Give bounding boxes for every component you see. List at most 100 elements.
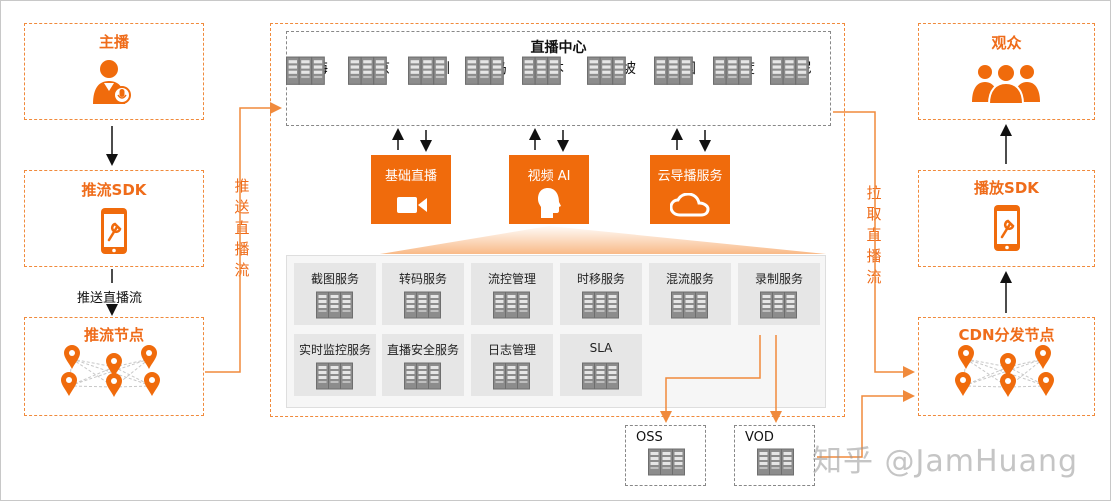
service-7: 直播安全服务 xyxy=(382,334,464,396)
audience-box: 观众 xyxy=(918,23,1095,120)
pin-link xyxy=(68,385,115,388)
service-label: 截图服务 xyxy=(310,272,359,286)
service-label: 转码服务 xyxy=(398,272,447,286)
city-8: 印尼 xyxy=(770,56,826,85)
audience-title: 观众 xyxy=(991,34,1022,52)
pin-dot xyxy=(111,358,117,364)
pin-dot xyxy=(960,377,966,383)
pin-link xyxy=(962,358,1044,387)
pin-dot xyxy=(66,377,72,383)
location-pin-icon xyxy=(141,345,157,369)
location-pin-icon xyxy=(61,372,77,396)
city-2: 深圳 xyxy=(408,56,464,85)
service-2: 流控管理 xyxy=(471,263,553,325)
play-sdk-box: 播放SDK xyxy=(918,170,1095,267)
ai-beam xyxy=(380,226,826,254)
service-1: 转码服务 xyxy=(382,263,464,325)
anchor-title: 主播 xyxy=(98,33,129,51)
pin-link xyxy=(962,385,1009,388)
services-panel xyxy=(286,255,826,408)
service-9: SLA xyxy=(560,334,642,396)
pin-link xyxy=(68,358,150,387)
pin-link xyxy=(71,358,115,368)
oss-label: OSS xyxy=(636,430,663,445)
location-pin-icon xyxy=(144,372,160,396)
service-label: 日志管理 xyxy=(487,343,536,357)
watermark: 知乎 @JamHuang xyxy=(812,444,1079,479)
service-8: 日志管理 xyxy=(471,334,553,396)
city-5: 新加坡 xyxy=(587,56,643,85)
location-pin-icon xyxy=(64,345,80,369)
city-7: 印度 xyxy=(713,56,769,85)
pin-link xyxy=(1007,385,1047,388)
play-sdk-phone-icon xyxy=(992,203,1022,253)
push-stream-vertical: 推送直播流 xyxy=(234,177,250,279)
push-stream-label: 推送直播流 xyxy=(77,291,143,306)
service-label: 时移服务 xyxy=(576,272,625,286)
pin-dot xyxy=(69,350,75,356)
vod-to-cdn-connector xyxy=(817,390,915,458)
module-video-ai-label: 视频 AI xyxy=(527,169,571,184)
module-basic-live-label: 基础直播 xyxy=(384,169,437,184)
module-cloud-director: 云导播服务 xyxy=(650,155,730,224)
pin-link xyxy=(965,358,1009,368)
pin-dot xyxy=(149,377,155,383)
service-label: 实时监控服务 xyxy=(298,343,371,357)
service-0: 截图服务 xyxy=(294,263,376,325)
city-4: 日本 xyxy=(522,56,578,85)
service-label: 混流服务 xyxy=(665,272,714,286)
push-sdk-box: 推流SDK xyxy=(24,170,204,267)
push-stream-connector xyxy=(205,102,282,373)
service-label: 直播安全服务 xyxy=(386,343,459,357)
city-0: 上海 xyxy=(286,56,342,85)
push-node-title: 推流节点 xyxy=(83,326,144,344)
pin-dot xyxy=(1040,350,1046,356)
location-pin-icon xyxy=(106,353,122,377)
location-pin-icon xyxy=(1000,373,1016,397)
anchor-box: 主播 xyxy=(24,23,204,120)
location-pin-icon xyxy=(955,372,971,396)
pin-link xyxy=(113,385,153,388)
vod-label: VOD xyxy=(745,430,774,445)
module-cloud-director-label: 云导播服务 xyxy=(657,169,723,184)
pin-dot xyxy=(963,350,969,356)
service-6: 实时监控服务 xyxy=(294,334,376,396)
pin-dot xyxy=(1005,358,1011,364)
cdn-node-title: CDN分发节点 xyxy=(958,326,1055,344)
push-sdk-title: 推流SDK xyxy=(81,181,147,199)
vod-box: VOD xyxy=(734,425,815,486)
location-pin-icon xyxy=(1035,345,1051,369)
anchor-person-icon xyxy=(91,58,135,106)
location-pin-icon xyxy=(1000,353,1016,377)
push-sdk-phone-icon xyxy=(99,206,129,256)
service-label: SLA xyxy=(589,341,613,355)
pull-stream-connector xyxy=(833,111,915,378)
pin-dot xyxy=(1005,378,1011,384)
location-pin-icon xyxy=(1038,372,1054,396)
location-pin-icon xyxy=(958,345,974,369)
city-6: 德国 xyxy=(654,56,710,85)
live-center-outer xyxy=(270,23,845,417)
service-3: 时移服务 xyxy=(560,263,642,325)
oss-box: OSS xyxy=(625,425,706,486)
live-center-title: 直播中心 xyxy=(530,40,587,56)
module-basic-live: 基础直播 xyxy=(371,155,451,224)
service-4: 混流服务 xyxy=(649,263,731,325)
pin-dot xyxy=(1043,377,1049,383)
record-to-oss-connector xyxy=(660,335,761,423)
service-label: 录制服务 xyxy=(754,272,803,286)
pull-stream-vertical: 拉取直播流 xyxy=(866,184,882,286)
city-3: 青岛 xyxy=(465,56,521,85)
cdn-node-pins xyxy=(955,345,1054,397)
module-video-ai: 视频 AI xyxy=(509,155,589,224)
play-sdk-title: 播放SDK xyxy=(974,179,1039,197)
pin-dot xyxy=(146,350,152,356)
pin-dot xyxy=(111,378,117,384)
service-5: 录制服务 xyxy=(738,263,820,325)
city-1: 北京 xyxy=(348,56,404,85)
push-node-pins xyxy=(61,345,160,397)
service-label: 流控管理 xyxy=(487,272,536,286)
location-pin-icon xyxy=(106,373,122,397)
